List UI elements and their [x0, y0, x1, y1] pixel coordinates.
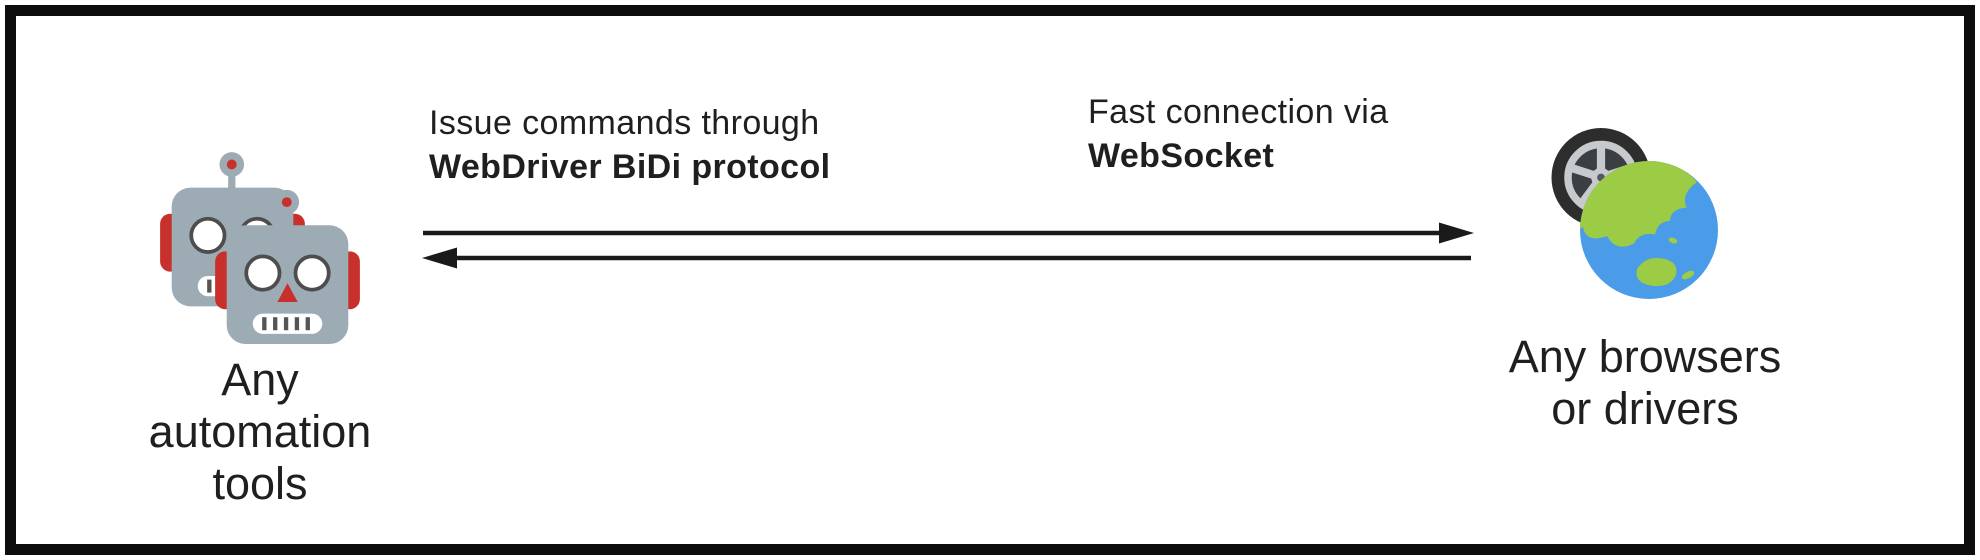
bidi-protocol-label-line2: WebDriver BiDi protocol [429, 148, 831, 186]
bidi-protocol-label: Issue commands through WebDriver BiDi pr… [429, 101, 831, 189]
arrow-left-head-icon [422, 247, 457, 269]
browsers-caption-line1: Any browsers [1508, 331, 1782, 382]
browsers-caption: Any browsers or drivers [1480, 331, 1810, 435]
globe-icon [1580, 161, 1718, 299]
browsers-caption-line2: or drivers [1551, 383, 1739, 434]
automation-tools-caption-line1: Any [221, 354, 299, 405]
websocket-label-line1: Fast connection via [1088, 93, 1389, 131]
automation-tools-caption-line3: tools [212, 458, 308, 509]
automation-tools-node: Any automation tools [105, 150, 415, 510]
automation-tools-caption-line2: automation [148, 406, 372, 457]
websocket-label: Fast connection via WebSocket [1088, 90, 1389, 178]
bidi-protocol-label-line1: Issue commands through [429, 104, 820, 142]
bidirectional-arrows [420, 219, 1476, 269]
robots-icon [160, 150, 360, 344]
websocket-label-line2: WebSocket [1088, 137, 1275, 175]
wheel-icon [1551, 128, 1651, 227]
wheel-globe-icon [1551, 128, 1718, 299]
diagram-frame-border [5, 5, 1975, 555]
browsers-node: Any browsers or drivers [1480, 125, 1810, 435]
automation-tools-caption: Any automation tools [105, 354, 415, 510]
arrows-svg [422, 222, 1474, 269]
arrow-right-head-icon [1439, 222, 1474, 244]
